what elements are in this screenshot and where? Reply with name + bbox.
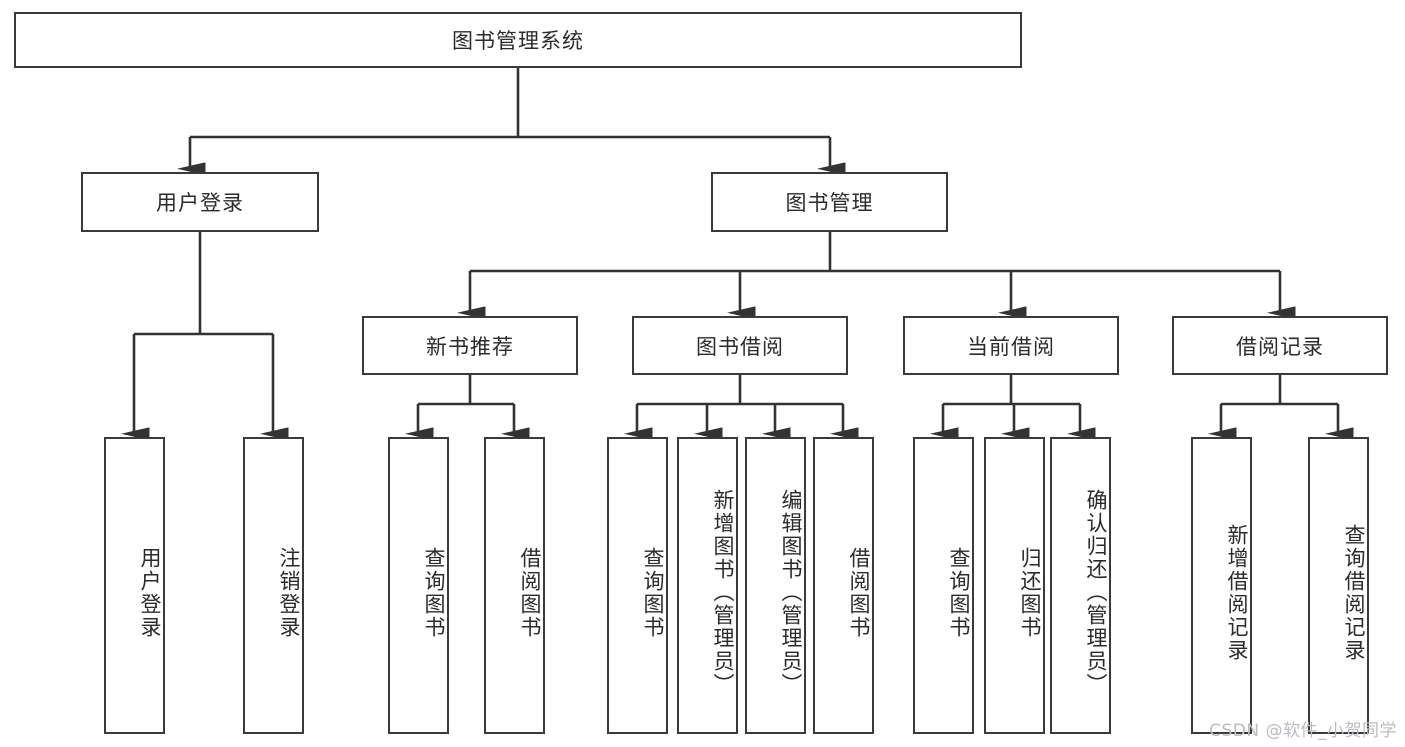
leaf-label: 新增图书（管理员）	[711, 489, 735, 696]
leaf-return-book[interactable]: 归还图书	[984, 437, 1045, 734]
csdn-watermark: CSDN @软件_小贺同学	[1209, 721, 1397, 741]
leaf-label: 借阅图书	[847, 546, 871, 639]
leaf-add-book-admin[interactable]: 新增图书（管理员）	[677, 437, 738, 734]
leaf-query-book-bw[interactable]: 查询图书	[607, 437, 668, 734]
leaf-confirm-return-admin[interactable]: 确认归还（管理员）	[1050, 437, 1111, 734]
node-current-borrow[interactable]: 当前借阅	[903, 316, 1119, 375]
leaf-label: 查询借阅记录	[1342, 523, 1366, 662]
leaf-label: 查询图书	[422, 546, 446, 639]
leaf-label: 确认归还（管理员）	[1084, 489, 1108, 696]
leaf-label: 查询图书	[947, 546, 971, 639]
leaf-label: 新增借阅记录	[1225, 523, 1249, 662]
leaf-add-borrow-record[interactable]: 新增借阅记录	[1191, 437, 1252, 734]
leaf-label: 借阅图书	[518, 546, 542, 639]
node-user-login[interactable]: 用户登录	[81, 172, 319, 232]
node-root[interactable]: 图书管理系统	[14, 12, 1022, 68]
leaf-label: 归还图书	[1018, 546, 1042, 639]
node-borrow-record[interactable]: 借阅记录	[1172, 316, 1388, 375]
leaf-label: 注销登录	[277, 546, 301, 639]
leaf-query-book-cb[interactable]: 查询图书	[913, 437, 974, 734]
leaf-label: 查询图书	[641, 546, 665, 639]
node-book-management[interactable]: 图书管理	[711, 172, 948, 232]
leaf-query-borrow-record[interactable]: 查询借阅记录	[1308, 437, 1369, 734]
leaf-borrow-book-nb[interactable]: 借阅图书	[484, 437, 545, 734]
leaf-query-book-nb[interactable]: 查询图书	[388, 437, 449, 734]
node-book-borrow[interactable]: 图书借阅	[632, 316, 848, 375]
leaf-label: 用户登录	[138, 546, 162, 639]
leaf-edit-book-admin[interactable]: 编辑图书（管理员）	[745, 437, 806, 734]
node-new-book-recommend[interactable]: 新书推荐	[362, 316, 578, 375]
leaf-logout[interactable]: 注销登录	[243, 437, 304, 734]
leaf-user-login[interactable]: 用户登录	[104, 437, 165, 734]
leaf-label: 编辑图书（管理员）	[779, 489, 803, 696]
leaf-borrow-book-bw[interactable]: 借阅图书	[813, 437, 874, 734]
